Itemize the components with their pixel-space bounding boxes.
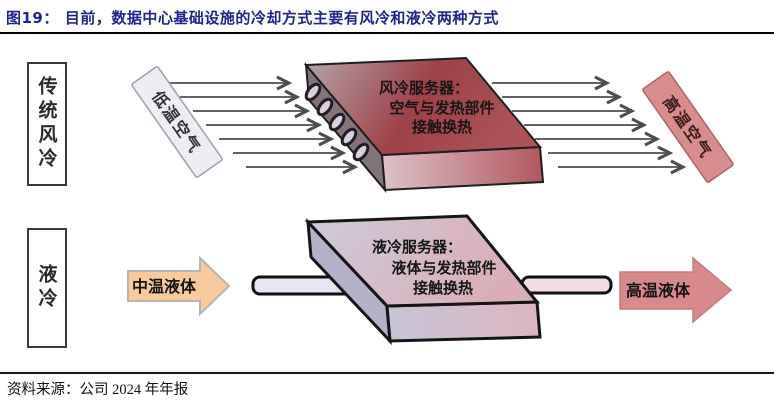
hot-liquid-arrow: 高温液体 [619, 256, 733, 324]
figure-title: 图19： 目前，数据中心基础设施的冷却方式主要有风冷和液冷两种方式 [0, 0, 774, 34]
cold-air-label-box [131, 66, 223, 178]
airflow-arrows-right [492, 75, 687, 175]
source-note: 资料来源：公司 2024 年年报 [7, 382, 189, 398]
liquid-server-text-line2: 液体与发热部件 [391, 259, 496, 277]
category-label-air: 传统风冷 [35, 76, 58, 172]
hot-liquid-text: 高温液体 [626, 281, 691, 300]
air-server-vent-holes [304, 82, 370, 162]
hot-air-label: 高温空气 [642, 71, 734, 183]
air-server-text-line1: 风冷服务器： [379, 79, 469, 97]
liquid-outlet-pipe [520, 275, 613, 295]
liquid-server-top-face [304, 214, 541, 308]
mid-temp-liquid-arrow: 中温液体 [127, 255, 231, 317]
liquid-server-front-face [385, 300, 542, 343]
hot-air-label-box [642, 71, 734, 183]
category-label-liquid: 液冷 [35, 264, 58, 312]
liquid-server-text-line3: 接触换热 [413, 279, 473, 297]
liquid-cooled-server-box: 液冷服务器： 液体与发热部件 接触换热 [304, 214, 542, 346]
air-server-top-face [303, 56, 543, 157]
category-box-liquid-cooling: 液冷 [27, 228, 67, 348]
mid-temp-liquid-arrow-shape [127, 255, 231, 317]
air-server-text-line3: 接触换热 [412, 118, 472, 136]
hot-liquid-arrow-shape [619, 256, 733, 324]
footer-divider [0, 372, 774, 374]
liquid-server-text-line1: 液冷服务器： [372, 238, 462, 256]
category-box-traditional-air-cooling: 传统风冷 [27, 62, 67, 186]
figure-number: 图19： [6, 8, 59, 27]
air-server-text-line2: 空气与发热部件 [389, 99, 494, 117]
figure-title-text: 目前，数据中心基础设施的冷却方式主要有风冷和液冷两种方式 [64, 8, 499, 27]
airflow-arrows-left [168, 75, 359, 175]
mid-temp-liquid-text: 中温液体 [132, 277, 197, 296]
air-cooled-server-box: 风冷服务器： 空气与发热部件 接触换热 [303, 56, 545, 194]
